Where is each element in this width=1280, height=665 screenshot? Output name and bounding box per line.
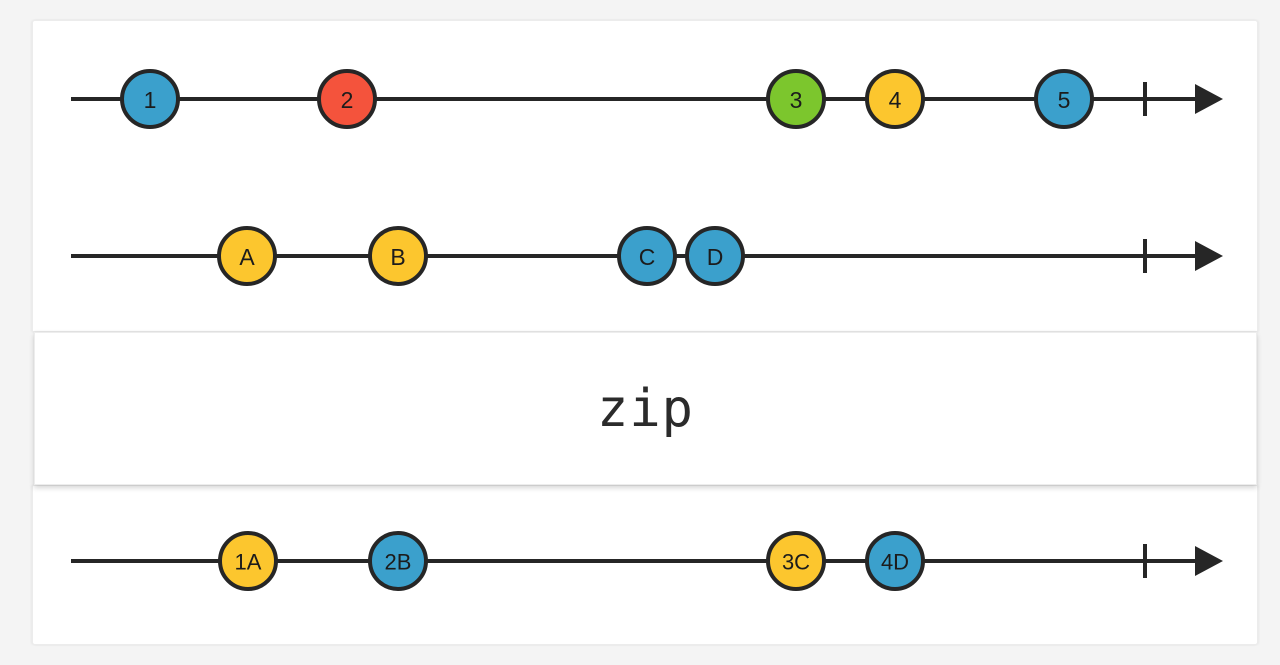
marble[interactable]: 5	[1034, 69, 1094, 129]
input-stream-1: 1 2 3 4 5A B C D	[71, 69, 1223, 286]
marble[interactable]: 2	[317, 69, 377, 129]
marble[interactable]: C	[617, 226, 677, 286]
marble-circle[interactable]	[865, 531, 925, 591]
arrow-head-icon	[1195, 241, 1223, 271]
marble[interactable]: 3	[766, 69, 826, 129]
marble-circle[interactable]	[120, 69, 180, 129]
marble-label: 4D	[881, 550, 909, 575]
marble[interactable]: 4D	[865, 531, 925, 591]
marble[interactable]: D	[685, 226, 745, 286]
marble[interactable]: 4	[865, 69, 925, 129]
marble-label: 2B	[385, 550, 412, 575]
operator-panel: zip	[34, 332, 1257, 485]
marble-label: D	[707, 244, 724, 270]
marble[interactable]: A	[217, 226, 277, 286]
marble-circle[interactable]	[766, 69, 826, 129]
marble[interactable]: 3C	[766, 531, 826, 591]
marble-circle[interactable]	[766, 531, 826, 591]
marble-label: 3C	[782, 550, 810, 575]
arrow-head-icon	[1195, 546, 1223, 576]
marble-circle[interactable]	[218, 531, 278, 591]
operator-label: zip	[597, 378, 694, 439]
marble-label: 5	[1058, 87, 1071, 113]
marble-circle[interactable]	[1034, 69, 1094, 129]
marble-label: A	[239, 244, 255, 270]
source-observable-2: A B C D	[71, 226, 1223, 286]
marble-circle[interactable]	[217, 226, 277, 286]
marble[interactable]: 2B	[368, 531, 428, 591]
marble[interactable]: 1	[120, 69, 180, 129]
arrow-head-icon	[1195, 84, 1223, 114]
marble-circle[interactable]	[685, 226, 745, 286]
marble-label: B	[390, 244, 405, 270]
marble-circle[interactable]	[865, 69, 925, 129]
marble-circle[interactable]	[368, 226, 428, 286]
marble-circle[interactable]	[617, 226, 677, 286]
marble-circle[interactable]	[317, 69, 377, 129]
marble-label: C	[639, 244, 656, 270]
marble-label: 1A	[235, 550, 262, 575]
marble-label: 4	[889, 87, 902, 113]
output-stream-panel: 1A 2B 3C 4D	[32, 485, 1258, 645]
marble-label: 2	[341, 87, 354, 113]
marble-label: 1	[144, 87, 157, 113]
output-stream: 1A 2B 3C 4D	[71, 531, 1223, 591]
marble-label: 3	[790, 87, 803, 113]
marble-circle[interactable]	[368, 531, 428, 591]
source-observable-1: 1 2 3 4 5	[71, 69, 1223, 129]
marble[interactable]: 1A	[218, 531, 278, 591]
result-observable: 1A 2B 3C 4D	[71, 531, 1223, 591]
marble[interactable]: B	[368, 226, 428, 286]
